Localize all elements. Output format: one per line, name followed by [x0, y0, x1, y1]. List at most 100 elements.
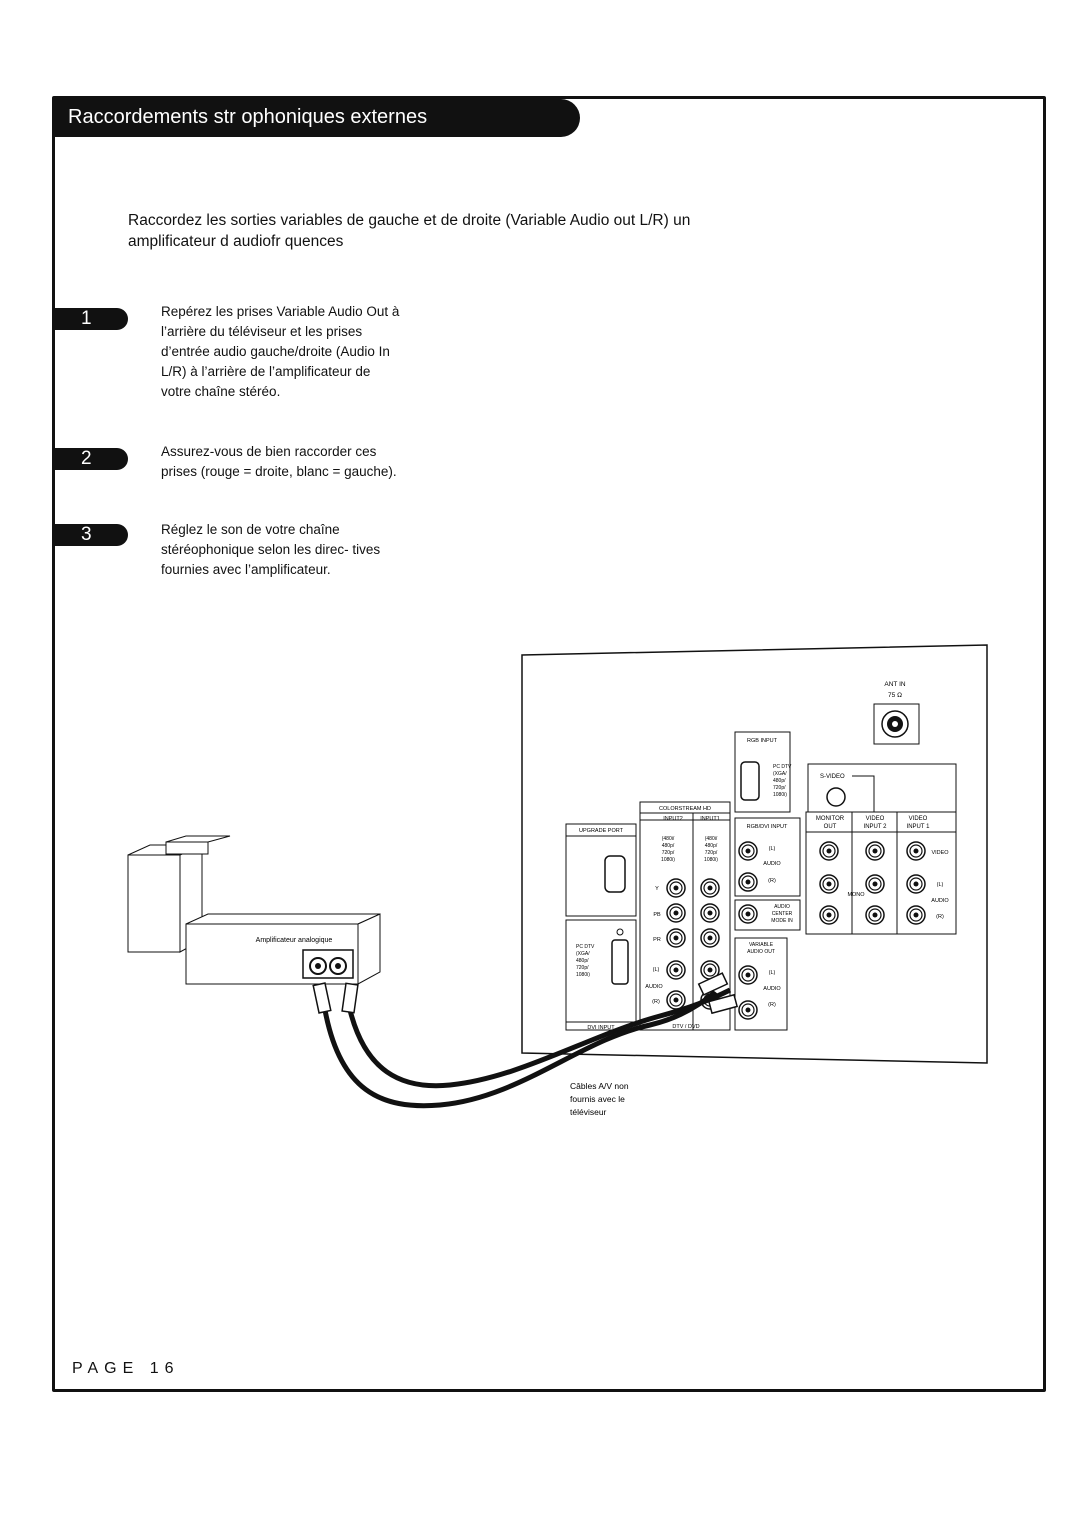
rca-jack-icon	[906, 905, 926, 925]
format-in2-3: 1080i)	[661, 857, 675, 863]
variable-audio-0: VARIABLE	[749, 942, 774, 948]
rca-jack-icon	[666, 878, 686, 898]
cable-caption-1: fournis avec le	[570, 1094, 625, 1104]
pc-dtv-top-2: 480p/	[773, 778, 786, 784]
cable-plug-tv-left	[697, 972, 729, 996]
format-in1-3: 1080i)	[704, 857, 718, 863]
rca-jack-icon	[700, 903, 720, 923]
pc-dtv-bot-2: 480p/	[576, 958, 589, 964]
cable-plug-tv-right	[707, 993, 739, 1015]
dvi-port-icon	[611, 939, 629, 985]
step-text-1: Repérez les prises Variable Audio Out à …	[161, 304, 400, 399]
step-badge-2: 2	[55, 448, 128, 470]
step-badge-1: 1	[55, 308, 128, 330]
s-video-leader	[852, 775, 875, 812]
pc-dtv-top-4: 1080i)	[773, 792, 787, 798]
audio-center-0: AUDIO	[774, 904, 790, 910]
s-video-label: S-VIDEO	[820, 774, 845, 780]
rca-jack-icon	[819, 905, 839, 925]
rca-jack-icon	[865, 841, 885, 861]
input2-label: INPUT2	[663, 816, 683, 822]
page-number: PAGE 16	[72, 1360, 180, 1377]
format-in1-1: 480p/	[705, 843, 718, 849]
cable-plug-left	[312, 982, 332, 1014]
rca-jack-icon	[865, 905, 885, 925]
dtv-dvd-label: DTV / DVD	[672, 1024, 699, 1030]
rgb-left-label: (L)	[769, 846, 776, 852]
side-jacks	[738, 841, 758, 1020]
mono-label: MONO	[847, 892, 865, 898]
grid-left-label: (L)	[937, 882, 944, 888]
grid-right-label: (R)	[936, 914, 944, 920]
format-in2-2: 720p/	[662, 850, 675, 856]
pc-dtv-top-0: PC DTV	[773, 764, 792, 770]
video-input1-0: VIDEO	[909, 816, 928, 822]
pb-label: PB	[653, 912, 661, 918]
variable-audio-1: AUDIO OUT	[747, 949, 775, 955]
rca-jack-icon	[738, 872, 758, 892]
step-text-3: Réglez le son de votre chaîne stéréophon…	[161, 522, 381, 577]
comp-left-label: (L)	[653, 967, 660, 973]
format-in1-0: (480i/	[705, 836, 718, 842]
video-label: VIDEO	[931, 850, 949, 856]
comp-audio-label: AUDIO	[645, 984, 663, 990]
upgrade-port-label: UPGRADE PORT	[579, 828, 624, 834]
page-title: Raccordements str ophoniques externes	[68, 106, 428, 128]
pc-dtv-bot-3: 720p/	[576, 965, 589, 971]
step-badge-3: 3	[55, 524, 128, 546]
ant-in-pin	[892, 721, 898, 727]
y-label: Y	[655, 886, 659, 892]
cable-caption-0: Câbles A/V non	[570, 1081, 629, 1091]
colorstream-label: COLORSTREAM HD	[659, 806, 711, 812]
cable-plug-right	[341, 982, 359, 1014]
pc-dtv-top-3: 720p/	[773, 785, 786, 791]
rca-jack-icon	[819, 874, 839, 894]
rca-jack-icon	[666, 960, 686, 980]
audio-center-1: CENTER	[772, 911, 793, 917]
s-video-jack	[826, 787, 846, 807]
rca-jack-icon	[666, 928, 686, 948]
rca-jack-icon	[700, 928, 720, 948]
av-cable	[322, 990, 717, 1109]
monitor-out-0: MONITOR	[816, 816, 845, 822]
rgb-input-label: RGB INPUT	[747, 738, 778, 744]
rca-jack-icon	[865, 874, 885, 894]
serial-port-icon	[604, 855, 626, 893]
pc-dtv-bot-1: (XGA/	[576, 951, 590, 957]
grid-jacks	[819, 841, 926, 925]
rca-jack-icon	[906, 841, 926, 861]
rca-jack-icon	[666, 990, 686, 1010]
format-in2-0: (480i/	[662, 836, 675, 842]
cable-caption-2: téléviseur	[570, 1107, 607, 1117]
rgb-right-label: (R)	[768, 878, 776, 884]
comp-right-label: (R)	[652, 999, 660, 1005]
rca-jack-icon	[738, 841, 758, 861]
var-audio-label: AUDIO	[763, 986, 781, 992]
var-right-label: (R)	[768, 1002, 776, 1008]
pc-dtv-top-1: (XGA/	[773, 771, 787, 777]
component-input-box	[639, 819, 731, 1031]
format-in1-2: 720p/	[705, 850, 718, 856]
rca-jack-icon	[700, 878, 720, 898]
dvi-input-label: DVI INPUT	[587, 1025, 615, 1031]
video-input1-1: INPUT 1	[907, 824, 931, 830]
rgb-dvi-input-label: RGB/DVI INPUT	[747, 824, 788, 830]
rca-jack-icon	[738, 904, 758, 924]
ant-in-label: ANT IN	[884, 681, 905, 688]
intro-text: Raccordez les sorties variables de gauch…	[128, 212, 691, 250]
amplifier-label: Amplificateur analogique	[256, 937, 333, 944]
ant-ohm-label: 75 Ω	[888, 692, 902, 699]
rgb-audio-label: AUDIO	[763, 861, 781, 867]
pr-label: PR	[653, 937, 661, 943]
page-frame	[52, 96, 1046, 1392]
step-text-2: Assurez-vous de bien raccorder ces prise…	[161, 444, 397, 479]
video-input2-1: INPUT 2	[864, 824, 888, 830]
vga-port-icon	[740, 761, 760, 801]
header-tab	[55, 99, 580, 137]
audio-center-2: MODE IN	[771, 918, 793, 924]
rca-jack-icon	[819, 841, 839, 861]
rca-jack-icon	[666, 903, 686, 923]
pc-dtv-bot-4: 1080i)	[576, 972, 590, 978]
grid-audio-label: AUDIO	[931, 898, 949, 904]
